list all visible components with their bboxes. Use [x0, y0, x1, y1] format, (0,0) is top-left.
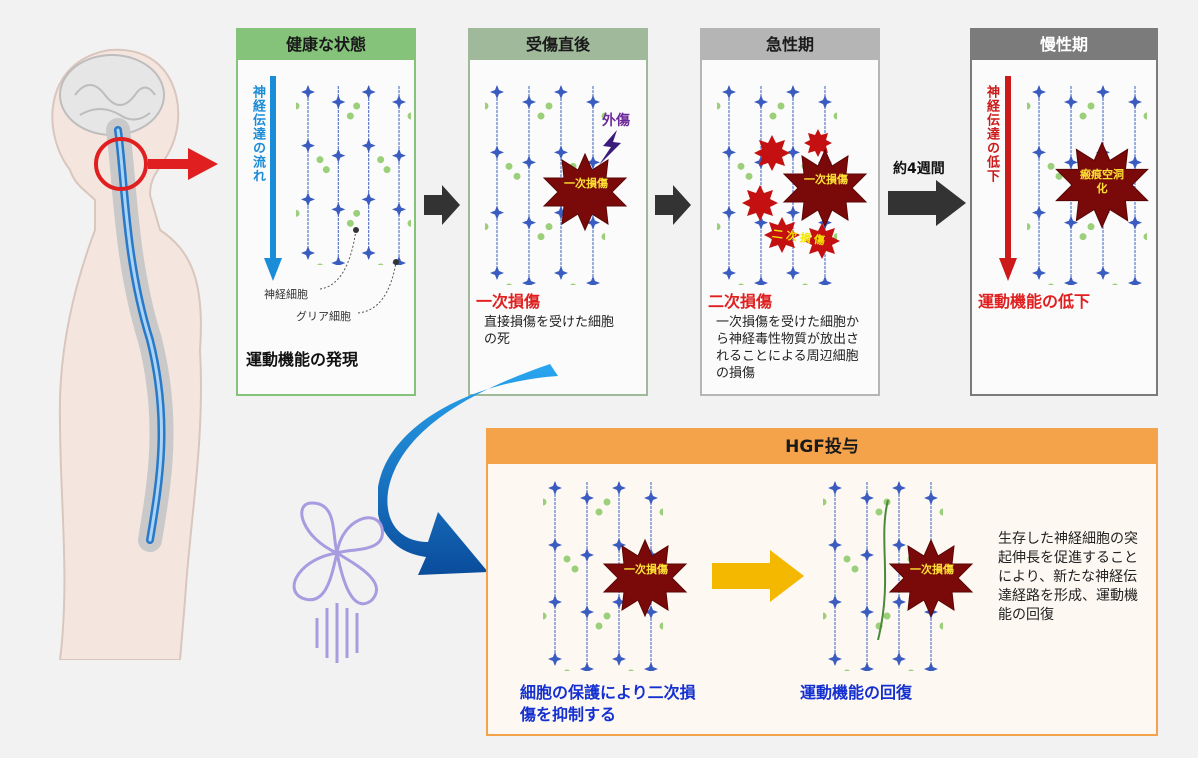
hgf-desc: 生存した神経細胞の突起伸長を促進することにより、新たな神経伝達経路を形成、運動機…	[998, 531, 1138, 623]
label-leader-lines	[319, 227, 399, 314]
flow-label: 神経伝達の流れ	[250, 85, 265, 183]
acute-desc: 一次損傷を受けた細胞から神経毒性物質が放出されることによる周辺細胞の損傷	[716, 315, 860, 381]
primary-injury-burst	[782, 148, 868, 228]
hgf-right-burst-label: 一次損傷	[910, 563, 954, 576]
regrowth-line	[877, 500, 889, 640]
hgf-right-caption: 運動機能の回復	[800, 683, 913, 702]
healthy-caption: 運動機能の発現	[246, 350, 359, 369]
hgf-left-burst-label: 一次損傷	[624, 563, 668, 576]
primary-injury-burst	[888, 538, 974, 618]
primary-injury-burst	[542, 152, 628, 232]
acute-subtitle: 二次損傷	[708, 292, 773, 311]
panel-healthy-title: 健康な状態	[238, 30, 414, 60]
panel-healthy: 健康な状態 神経伝達の流れ 神経細胞 グリア細胞 運動機能の発現	[236, 28, 416, 396]
panel-injury: 受傷直後 外傷 一次損傷 一次損傷 直接損傷を受けた細胞の死	[468, 28, 648, 396]
spinal-cord-highlight-icon	[94, 137, 218, 191]
scar-label: 瘢痕空洞化	[1080, 168, 1124, 195]
primary-injury-label: 一次損傷	[564, 177, 608, 190]
injury-subtitle: 一次損傷	[476, 292, 541, 311]
period-label: 約4週間	[893, 161, 945, 177]
scar-burst	[1055, 141, 1149, 229]
chronic-flow-label: 神経伝達の低下	[984, 85, 999, 183]
neuron-label: 神経細胞	[264, 288, 308, 301]
flow-arrow-icon	[264, 76, 282, 281]
glia-label: グリア細胞	[296, 310, 351, 323]
panel-hgf-title: HGF投与	[488, 430, 1156, 464]
panel-hgf: HGF投与 一次損傷 一次損傷 細胞の保護により二次損傷を抑制する 運動機能の回…	[486, 428, 1158, 736]
recovery-arrow-icon	[712, 550, 804, 602]
panel-acute: 急性期 一次損傷 二次損傷 二次損傷 一次損傷を受けた細胞から神経毒性物質が放出…	[700, 28, 880, 396]
trauma-label: 外傷	[602, 113, 630, 129]
panel-chronic: 慢性期 神経伝達の低下 瘢痕空洞化 運動機能の低下	[970, 28, 1158, 396]
big-step-arrow-icon	[888, 180, 966, 226]
neuron-network	[543, 481, 663, 671]
chronic-subtitle: 運動機能の低下	[978, 292, 1091, 311]
primary-injury-burst	[602, 538, 688, 618]
flow-arrow-icon	[999, 76, 1017, 281]
step-arrow-icon	[655, 185, 691, 225]
primary-injury-label: 一次損傷	[804, 173, 848, 186]
hgf-left-caption: 細胞の保護により二次損傷を抑制する	[520, 683, 696, 724]
injury-desc: 直接損傷を受けた細胞の死	[484, 315, 615, 347]
human-spine-illustration	[51, 48, 202, 660]
panel-chronic-title: 慢性期	[972, 30, 1156, 60]
step-arrow-icon	[424, 185, 460, 225]
hgf-molecule-icon	[292, 501, 384, 663]
panel-acute-title: 急性期	[702, 30, 878, 60]
secondary-damage-spots	[742, 129, 840, 259]
panel-injury-title: 受傷直後	[470, 30, 646, 60]
